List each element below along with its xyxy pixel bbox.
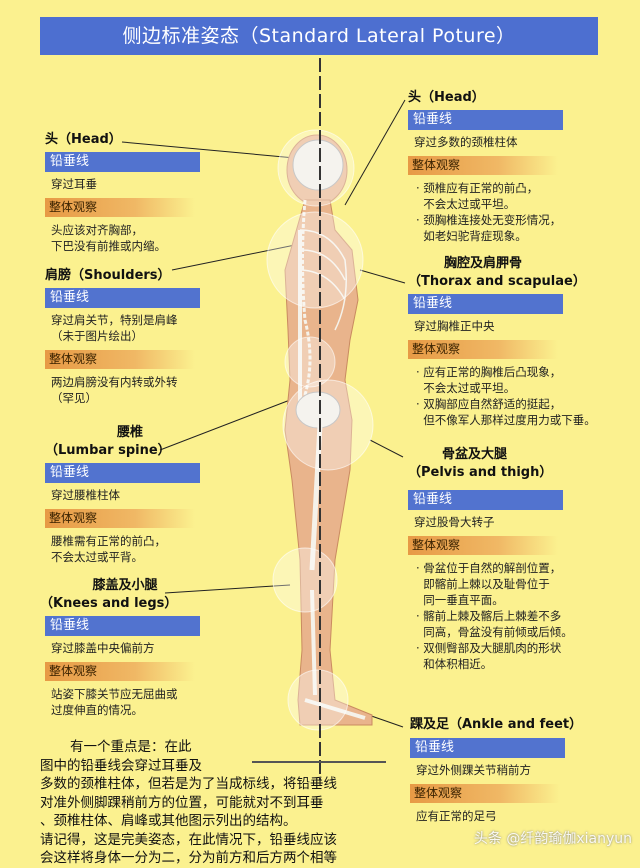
observe-text: 过度伸直的情况。 xyxy=(51,703,143,717)
observe-bar: 整体观察 xyxy=(45,509,195,528)
plumb-text: （未于图片绘出） xyxy=(51,329,143,343)
plumb-bar: 铅垂线 xyxy=(45,152,200,172)
observe-text: · 髂前上棘及髂后上棘差不多 xyxy=(416,609,562,623)
observe-bar: 整体观察 xyxy=(408,340,558,359)
watermark: 头条 @纤韵瑜伽xianyun xyxy=(473,831,632,847)
note-line: 多数的颈椎柱体，但若是为了当成标线，将铅垂线 xyxy=(40,776,337,792)
left-lumbar-section: 腰椎 （Lumbar spine） 铅垂线 穿过腰椎柱体 整体观察 腰椎需有正常… xyxy=(45,424,215,565)
plumb-text: 穿过外侧踝关节稍前方 xyxy=(416,763,531,777)
observe-text: 腰椎需有正常的前凸， xyxy=(51,534,166,548)
plumb-text: 穿过腰椎柱体 xyxy=(51,488,120,502)
observe-bar: 整体观察 xyxy=(410,784,560,803)
plumb-bar: 铅垂线 xyxy=(45,463,200,483)
observe-bar: 整体观察 xyxy=(408,536,558,555)
plumb-text: 穿过胸椎正中央 xyxy=(414,319,495,333)
observe-text: · 应有正常的胸椎后凸现象， xyxy=(416,365,562,379)
plumb-text: 穿过股骨大转子 xyxy=(414,515,495,529)
section-label-en: （Thorax and scapulae） xyxy=(408,274,586,289)
section-label: 踝及足（Ankle and feet） xyxy=(410,717,583,732)
right-thorax-section: 胸腔及肩胛骨 （Thorax and scapulae） 铅垂线 穿过胸椎正中央… xyxy=(408,255,640,428)
plumb-bar: 铅垂线 xyxy=(45,288,200,308)
plumb-bar: 铅垂线 xyxy=(408,490,563,510)
plumb-text: 穿过肩关节，特别是肩峰 xyxy=(51,313,178,327)
left-head-section: 头（Head） 铅垂线 穿过耳垂 整体观察 头应该对齐胸部， 下巴没有前推或内缩… xyxy=(45,131,215,254)
body-figure xyxy=(121,58,406,780)
page-title: 侧边标准姿态（Standard Lateral Poture） xyxy=(40,17,598,55)
section-label: 头（Head） xyxy=(45,132,122,147)
observe-text: 下巴没有前推或内缩。 xyxy=(51,239,166,253)
observe-text: 但不像军人那样过度用力或下垂。 xyxy=(416,413,596,427)
observe-bar: 整体观察 xyxy=(45,198,195,217)
observe-text: 两边肩膀没有内转或外转 xyxy=(51,375,178,389)
plumb-bar: 铅垂线 xyxy=(408,110,563,130)
observe-text: · 双胸部应自然舒适的挺起， xyxy=(416,397,562,411)
plumb-text: 穿过多数的颈椎柱体 xyxy=(414,135,518,149)
right-ankle-section: 踝及足（Ankle and feet） 铅垂线 穿过外侧踝关节稍前方 整体观察 … xyxy=(410,716,640,824)
observe-text: （罕见） xyxy=(51,391,97,405)
observe-text: 头应该对齐胸部， xyxy=(51,223,143,237)
observe-text: · 颈胸椎连接处无变形情况， xyxy=(416,213,562,227)
section-label-en: （Pelvis and thigh） xyxy=(408,465,553,480)
observe-text: 和体积相近。 xyxy=(416,657,493,671)
plumb-text: 穿过耳垂 xyxy=(51,177,97,191)
section-label: 骨盆及大腿 xyxy=(442,447,508,462)
plumb-bar: 铅垂线 xyxy=(408,294,563,314)
section-label-en: （Knees and legs） xyxy=(40,596,178,611)
observe-bar: 整体观察 xyxy=(45,350,195,369)
note-line: 请记得，这是完美姿态，在此情况下，铅垂线应该 xyxy=(40,831,337,848)
section-label: 膝盖及小腿 xyxy=(92,578,158,593)
left-knees-section: 膝盖及小腿 （Knees and legs） 铅垂线 穿过膝盖中央偏前方 整体观… xyxy=(40,577,210,718)
plumb-bar: 铅垂线 xyxy=(45,616,200,636)
observe-text: 同一垂直平面。 xyxy=(416,593,504,607)
observe-bar: 整体观察 xyxy=(45,662,195,681)
section-label: 头（Head） xyxy=(408,90,485,105)
observe-text: · 骨盆位于自然的解剖位置， xyxy=(416,561,562,575)
right-head-section: 头（Head） 铅垂线 穿过多数的颈椎柱体 整体观察 · 颈椎应有正常的前凸， … xyxy=(408,89,638,244)
note-line: 有一个重点是：在此 xyxy=(70,739,192,755)
plumb-text: 穿过膝盖中央偏前方 xyxy=(51,641,155,655)
section-label: 腰椎 xyxy=(116,425,143,440)
note-line: 、颈椎柱体、肩峰或其他图示列出的结构。 xyxy=(40,813,297,829)
observe-text: 不会太过或平坦。 xyxy=(416,197,516,211)
observe-bar: 整体观察 xyxy=(408,156,558,175)
note-line: 会这样将身体一分为二，分为前方和后方两个相等 xyxy=(40,850,337,866)
note-line: 对准外侧脚踝稍前方的位置，可能就对不到耳垂 xyxy=(40,794,324,811)
skeleton xyxy=(292,139,366,720)
right-pelvis-section: 骨盆及大腿 （Pelvis and thigh） 铅垂线 穿过股骨大转子 整体观… xyxy=(408,446,638,672)
observe-text: 同高，骨盆没有前倾或后倾。 xyxy=(416,625,573,639)
plumb-bar: 铅垂线 xyxy=(410,738,565,758)
key-note: 有一个重点是：在此 图中的铅垂线会穿过耳垂及 多数的颈椎柱体，但若是为了当成标线… xyxy=(40,738,400,868)
section-label-en: （Lumbar spine） xyxy=(45,443,171,458)
observe-text: · 双侧臀部及大腿肌肉的形状 xyxy=(416,641,562,655)
section-label: 胸腔及肩胛骨 xyxy=(444,256,523,271)
note-line: 图中的铅垂线会穿过耳垂及 xyxy=(40,757,202,774)
observe-text: 站姿下膝关节应无屈曲或 xyxy=(51,687,178,701)
observe-text: 即髂前上棘以及耻骨位于 xyxy=(416,577,550,591)
observe-text: · 颈椎应有正常的前凸， xyxy=(416,181,539,195)
left-shoulders-section: 肩膀（Shoulders） 铅垂线 穿过肩关节，特别是肩峰 （未于图片绘出） 整… xyxy=(45,267,215,406)
observe-text: 不会太过或平背。 xyxy=(51,550,143,564)
observe-text: 如老妇驼背症现象。 xyxy=(416,229,527,243)
section-label: 肩膀（Shoulders） xyxy=(45,268,171,283)
observe-text: 不会太过或平坦。 xyxy=(416,381,516,395)
observe-text: 应有正常的足弓 xyxy=(416,809,497,823)
